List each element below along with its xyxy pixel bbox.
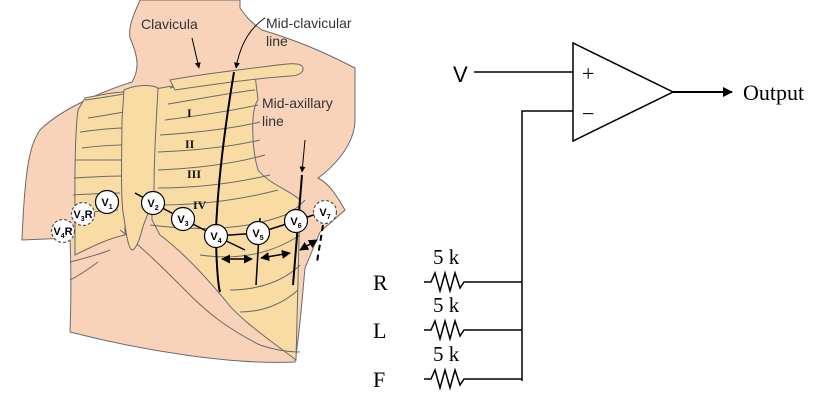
electrode-label: V3 bbox=[177, 214, 188, 228]
electrode-v6: V6 bbox=[283, 208, 309, 234]
intercostal-label-3: III bbox=[187, 167, 201, 181]
electrode-label: V5 bbox=[252, 228, 263, 242]
intercostal-label-1: I bbox=[187, 106, 192, 120]
electrode-circle bbox=[94, 189, 120, 215]
intercostal-label-4: IV bbox=[193, 198, 207, 212]
electrode-label: V3R bbox=[73, 209, 92, 223]
clavicula-arrow bbox=[191, 37, 201, 69]
op-amp-triangle bbox=[572, 41, 675, 143]
lead-label: R bbox=[373, 270, 388, 295]
mid-clavicular-label-line2: line bbox=[266, 33, 288, 49]
resistor-symbol bbox=[424, 367, 522, 391]
distance-arrow-3 bbox=[299, 239, 318, 251]
distance-arrow-2 bbox=[260, 249, 291, 262]
minus-input-symbol: − bbox=[582, 101, 594, 126]
chest-illustration: I II III IV Clavicula Mid-clavicular lin… bbox=[21, 0, 356, 363]
lead-label: F bbox=[373, 367, 385, 392]
resistor-value: 5 k bbox=[433, 342, 460, 366]
intercostal-label-2: II bbox=[185, 137, 195, 151]
mid-clavicular-arrow bbox=[233, 17, 266, 69]
electrode-label: V6 bbox=[290, 216, 301, 230]
clavicula-label: Clavicula bbox=[141, 16, 198, 32]
electrode-circle bbox=[245, 220, 271, 246]
input-v-label: V bbox=[453, 62, 468, 87]
electrode-label: V7 bbox=[319, 207, 330, 221]
mid-axillary-label: Mid-axillary bbox=[262, 95, 333, 111]
electrode-label: V4R bbox=[53, 226, 72, 240]
summing-amplifier-circuit: + − V Output R 5 k L 5 k F 5 k bbox=[373, 41, 804, 392]
mid-axillary-arrow bbox=[299, 139, 306, 173]
electrode-v5: V5 bbox=[245, 220, 271, 246]
resistor-row-r: R 5 k bbox=[373, 245, 522, 295]
electrode-circle bbox=[70, 201, 96, 227]
resistor-row-l: L 5 k bbox=[373, 293, 522, 343]
resistor-symbol bbox=[424, 318, 522, 342]
resistor-network: R 5 k L 5 k F 5 k bbox=[373, 245, 522, 392]
electrode-v4: V4 bbox=[203, 223, 229, 249]
electrode-circle bbox=[312, 199, 338, 225]
electrode-circle bbox=[140, 190, 166, 216]
electrode-v3: V3 bbox=[170, 206, 196, 232]
electrode-v1: V1 bbox=[94, 189, 120, 215]
summing-bus-wire bbox=[521, 110, 573, 381]
resistor-value: 5 k bbox=[433, 293, 460, 317]
resistor-row-f: F 5 k bbox=[373, 342, 522, 392]
electrode-circle bbox=[203, 223, 229, 249]
electrode-circle bbox=[170, 206, 196, 232]
mid-clavicular-line bbox=[214, 71, 235, 293]
electrode-v3r: V3R bbox=[70, 201, 96, 227]
v7-guide-line bbox=[316, 224, 324, 263]
electrode-circle bbox=[50, 218, 76, 244]
plus-input-symbol: + bbox=[582, 61, 594, 86]
electrode-v4r: V4R bbox=[50, 218, 76, 244]
lead-label: L bbox=[373, 318, 386, 343]
electrode-label: V4 bbox=[210, 231, 221, 245]
mid-clavicular-label: Mid-clavicular bbox=[266, 15, 352, 31]
electrode-circle bbox=[283, 208, 309, 234]
clavicle bbox=[169, 63, 304, 91]
electrode-v2: V2 bbox=[140, 190, 166, 216]
mid-axillary-label-line2: line bbox=[262, 113, 284, 129]
electrode-label: V2 bbox=[147, 198, 158, 212]
electrode-v7: V7 bbox=[312, 199, 338, 225]
resistor-symbol bbox=[424, 270, 522, 294]
resistor-value: 5 k bbox=[433, 245, 460, 269]
electrode-label: V1 bbox=[101, 197, 112, 211]
output-label: Output bbox=[743, 80, 804, 105]
